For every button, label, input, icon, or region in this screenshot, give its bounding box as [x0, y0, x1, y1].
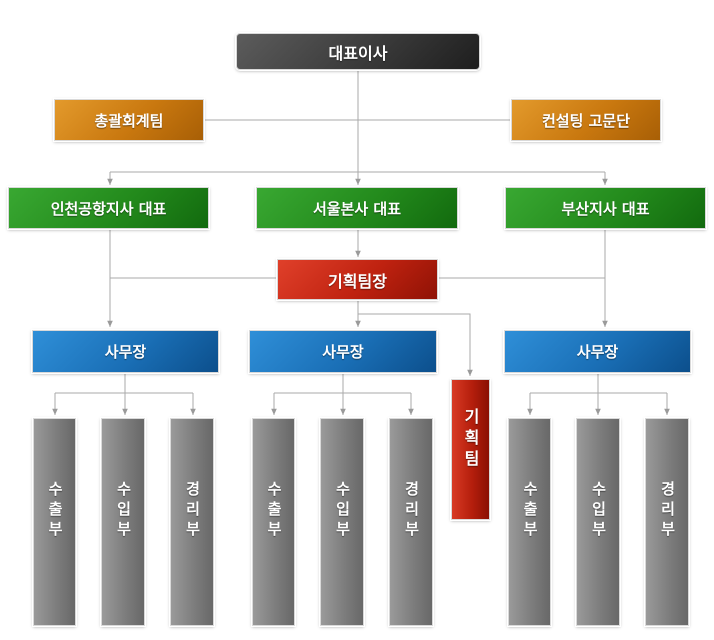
ceo-box: 대표이사: [236, 33, 480, 70]
office-manager-label: 사무장: [576, 343, 619, 361]
dept-export-box: 수출부: [252, 418, 295, 626]
dept-label: 수입부: [333, 481, 352, 541]
dept-label: 수출부: [521, 481, 539, 541]
branch-label: 부산지사 대표: [561, 199, 650, 218]
dept-import-box: 수입부: [320, 418, 364, 626]
office-manager-box: 사무장: [32, 330, 219, 373]
consulting-advisors-box: 컨설팅 고문단: [511, 99, 661, 141]
dept-label: 경리부: [402, 481, 421, 541]
office-manager-label: 사무장: [322, 343, 364, 361]
planning-team-box: 기획팀: [451, 379, 490, 520]
planning-lead-label: 기획팀장: [328, 271, 387, 291]
ceo-label: 대표이사: [328, 43, 388, 63]
dept-label: 수출부: [265, 481, 283, 541]
branch-label: 인천공항지사 대표: [50, 199, 167, 218]
dept-accounting-box: 경리부: [170, 418, 214, 626]
planning-lead-box: 기획팀장: [277, 259, 438, 300]
dept-export-box: 수출부: [33, 418, 76, 626]
dept-export-box: 수출부: [508, 418, 551, 626]
accounting-team-label: 총괄회계팀: [94, 111, 164, 130]
office-manager-box: 사무장: [504, 330, 691, 373]
branch-busan-box: 부산지사 대표: [505, 187, 706, 229]
dept-accounting-box: 경리부: [645, 418, 689, 626]
dept-label: 수입부: [114, 481, 133, 541]
dept-label: 수출부: [46, 481, 64, 541]
accounting-team-box: 총괄회계팀: [54, 99, 204, 141]
branch-incheon-box: 인천공항지사 대표: [8, 187, 209, 229]
dept-import-box: 수입부: [576, 418, 620, 626]
dept-label: 경리부: [658, 481, 677, 541]
branch-label: 서울본사 대표: [312, 199, 402, 218]
dept-label: 경리부: [183, 481, 202, 541]
dept-accounting-box: 경리부: [389, 418, 433, 626]
dept-label: 수입부: [589, 481, 608, 541]
planning-team-label: 기획팀: [461, 408, 480, 471]
office-manager-label: 사무장: [104, 343, 147, 361]
dept-import-box: 수입부: [101, 418, 145, 626]
consulting-advisors-label: 컨설팅 고문단: [541, 111, 631, 130]
branch-seoul-box: 서울본사 대표: [256, 187, 458, 229]
planning-to-team-arrow: [358, 313, 473, 376]
office-manager-box: 사무장: [249, 330, 437, 373]
